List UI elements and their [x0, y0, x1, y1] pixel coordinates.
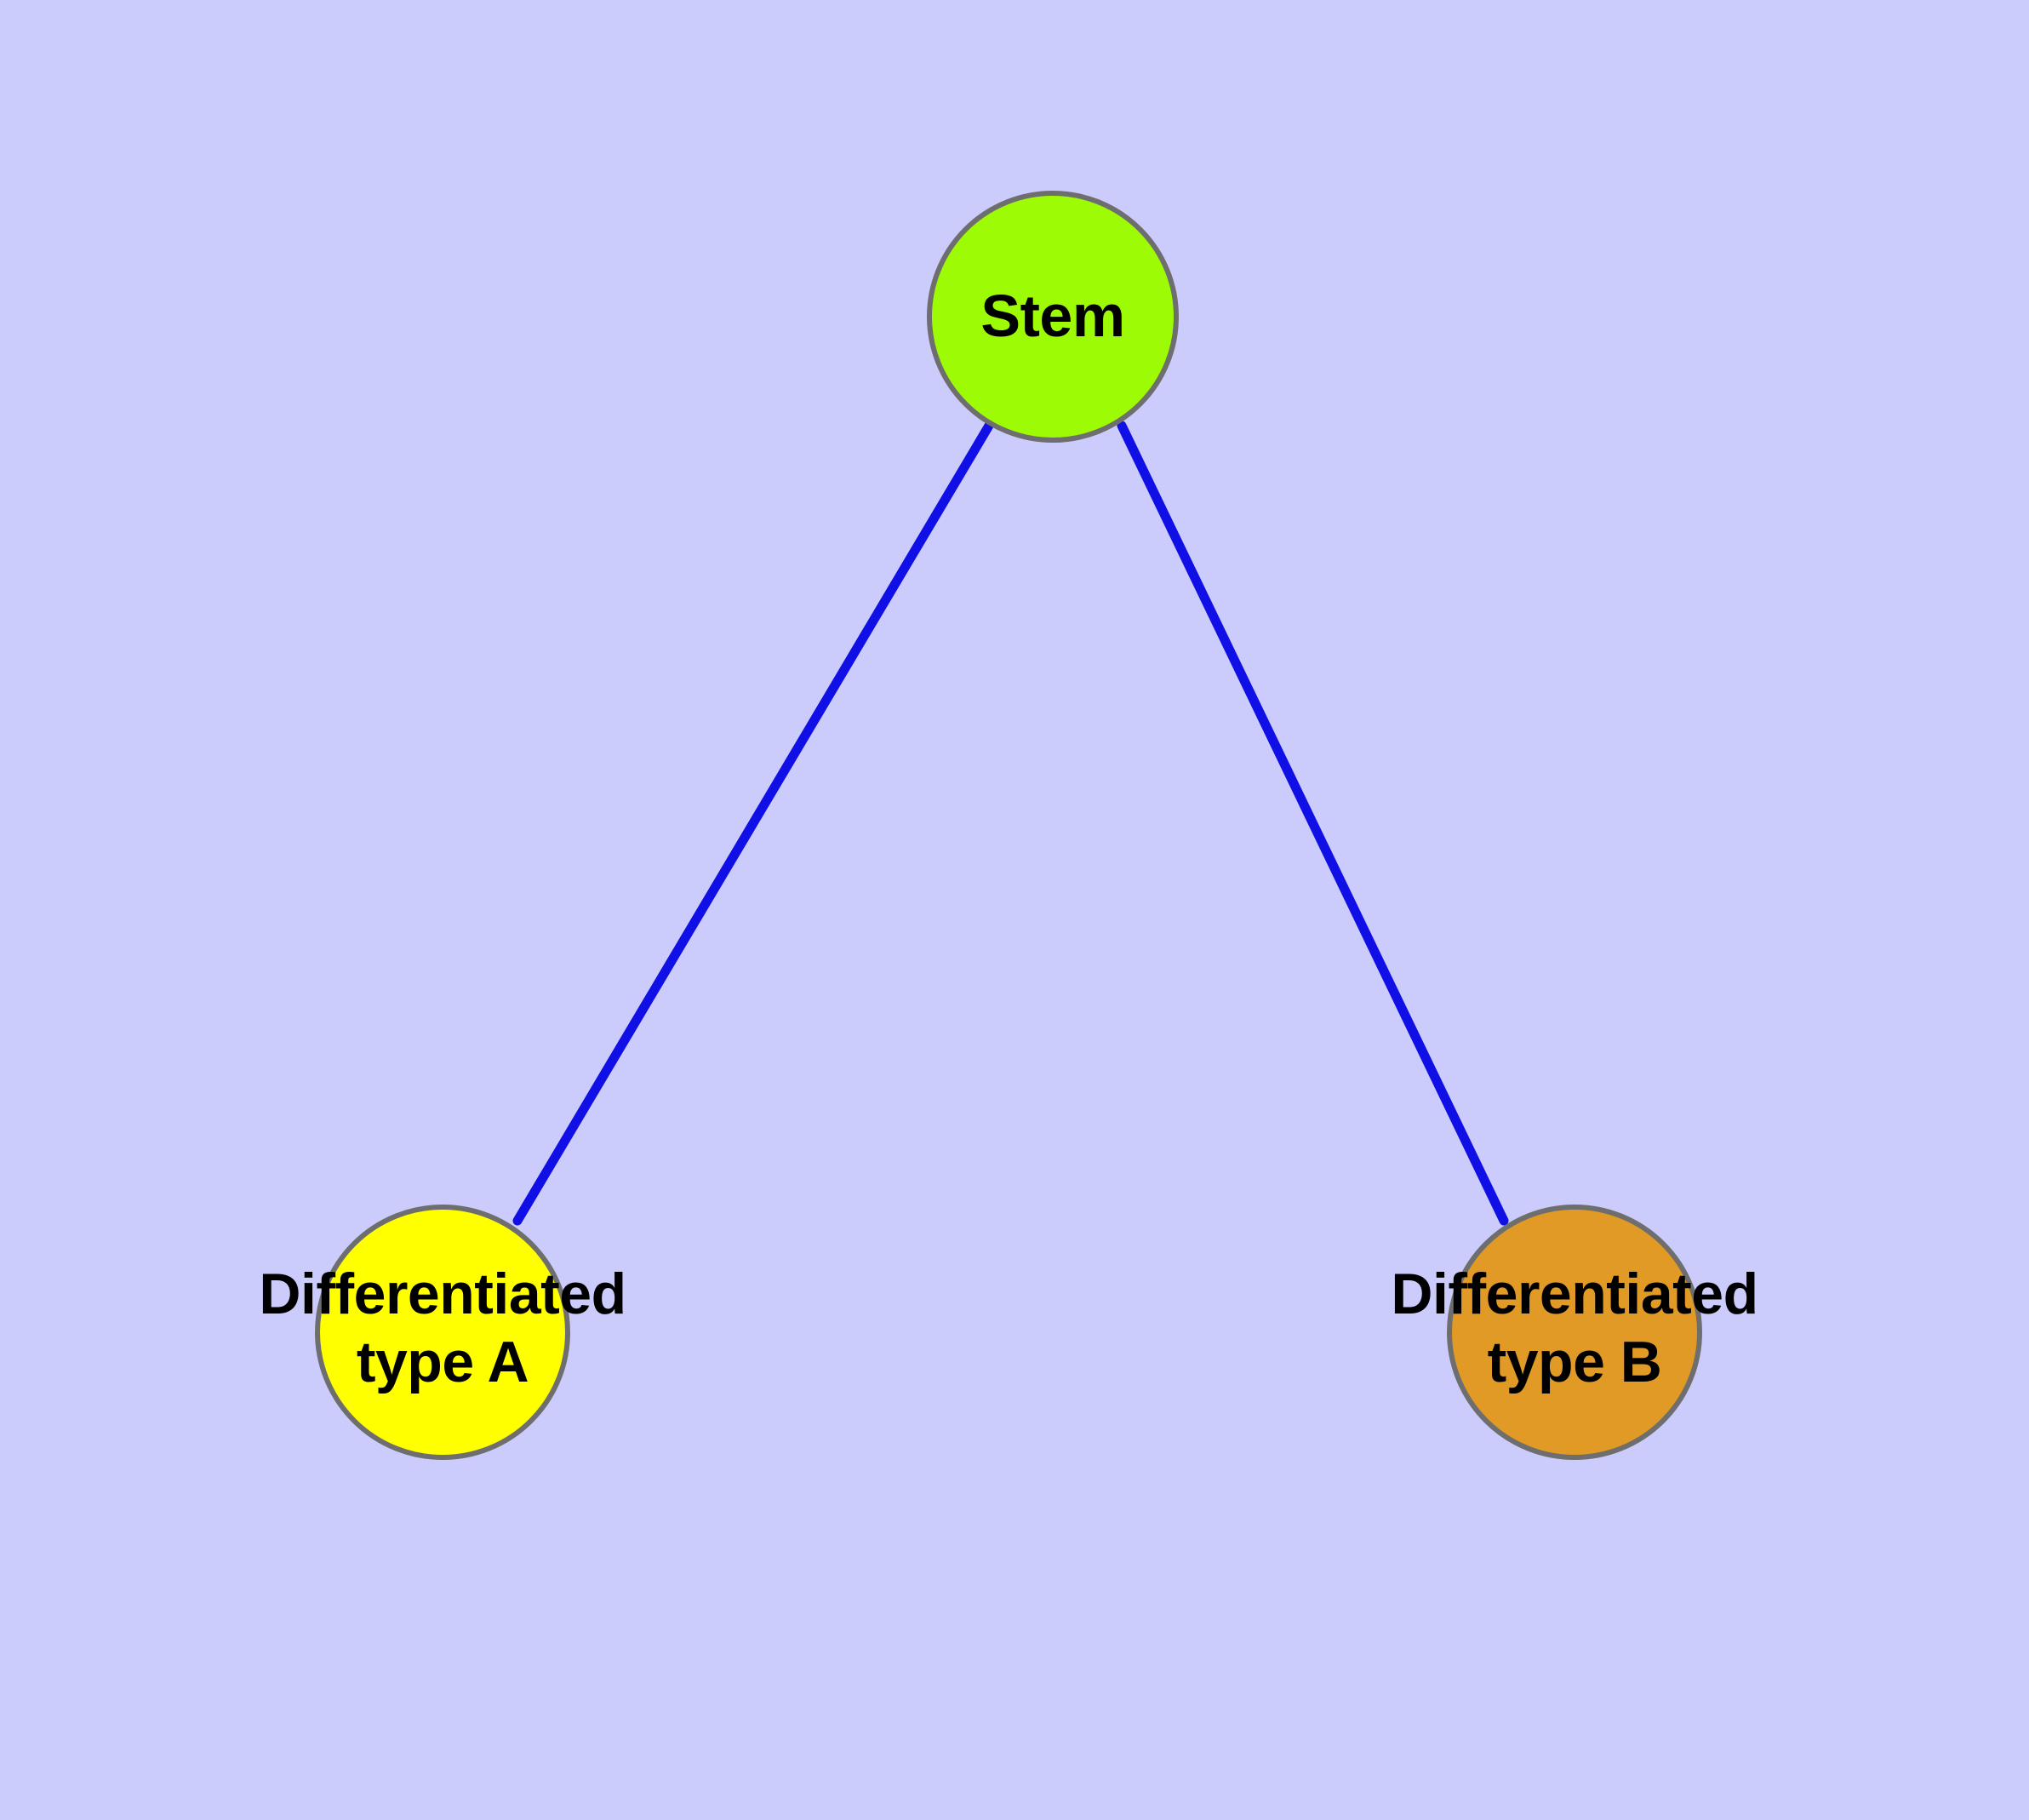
edge-stem-to-differentiated-type-b[interactable] [1117, 421, 1509, 1226]
node-stem[interactable] [927, 191, 1179, 443]
edge-stem-to-differentiated-type-a[interactable] [512, 421, 994, 1226]
node-differentiated-type-a[interactable] [315, 1205, 570, 1460]
node-differentiated-type-b[interactable] [1447, 1205, 1702, 1460]
